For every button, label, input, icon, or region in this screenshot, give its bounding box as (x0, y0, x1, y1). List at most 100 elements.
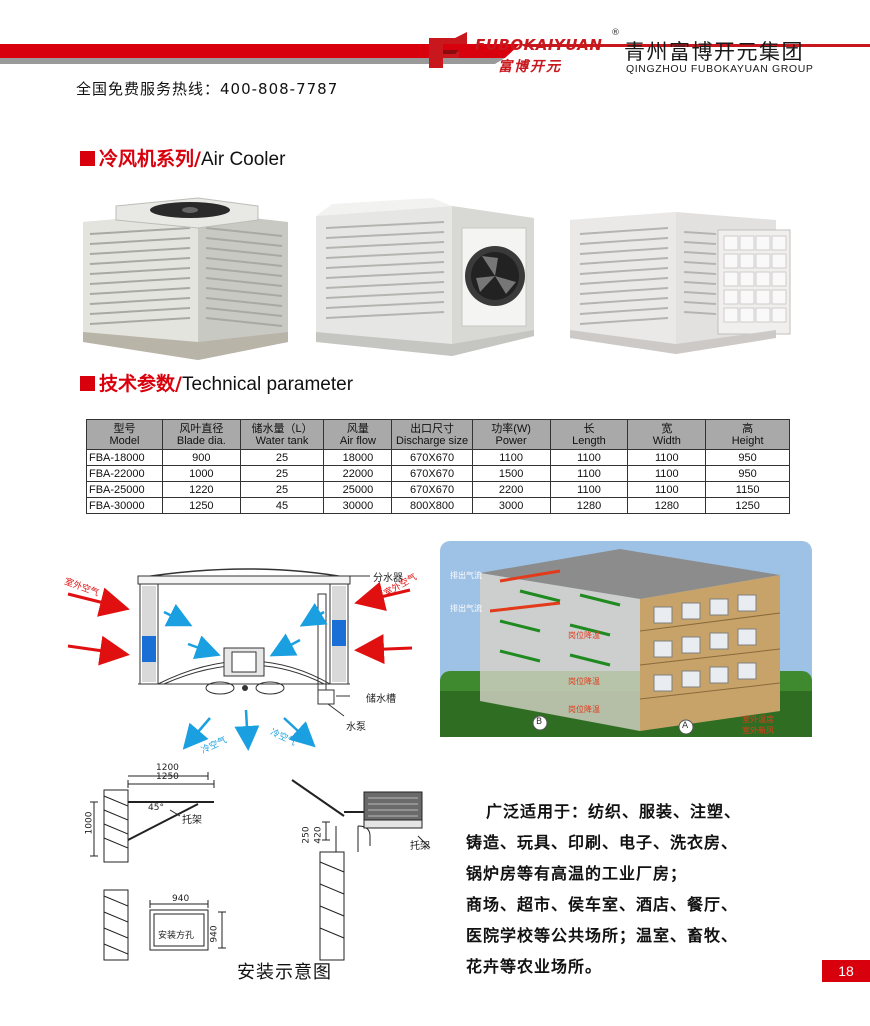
label-mounting-hole: 安装方孔 (158, 931, 195, 941)
service-hotline: 全国免费服务热线：400-808-7787 (76, 80, 339, 98)
applications-line: 商场、超市、侯车室、酒店、餐厅、 (466, 895, 739, 914)
label-bracket-right: 托架 (410, 841, 430, 852)
label-outdoor-temperature: 室外温度 (742, 715, 774, 724)
brand-name-cn: 富博开元 (498, 59, 562, 75)
red-square-icon (80, 376, 95, 391)
label-pump: 水泵 (346, 722, 366, 733)
label-station-cooling-2: 岗位降温 (568, 677, 600, 686)
table-cell: FBA-18000 (86, 449, 163, 466)
dim-1200: 1200 (156, 763, 179, 773)
table-cell: 1100 (549, 465, 629, 482)
table-cell: 22000 (323, 465, 393, 482)
installation-schematic (90, 772, 431, 961)
table-cell: 670X670 (391, 481, 473, 498)
table-cell: 3000 (471, 497, 551, 514)
air-cooler-side-discharge-image (316, 198, 534, 356)
factory-cooling-illustration (440, 541, 812, 737)
table-cell: 950 (705, 465, 790, 482)
label-station-cooling-1: 岗位降温 (568, 631, 600, 640)
table-cell: 25 (239, 465, 325, 482)
table-cell: 1250 (161, 497, 241, 514)
table-cell: 1100 (549, 449, 629, 466)
header-water-tank: 储水量（L）Water tank (239, 419, 325, 450)
dim-45-degree: 45° (148, 803, 164, 813)
applications-line: 医院学校等公共场所；温室、畜牧、 (466, 926, 739, 945)
table-cell: FBA-25000 (86, 481, 163, 498)
dim-1250: 1250 (156, 772, 179, 782)
air-cooler-grille-image (570, 212, 791, 354)
group-name-en: QINGZHOU FUBOKAYUAN GROUP (626, 63, 814, 75)
section-title-air-cooler: 冷风机系列/Air Cooler (80, 144, 285, 171)
header-power: 功率(W)Power (471, 419, 551, 450)
table-cell: 1000 (161, 465, 241, 482)
table-cell: 670X670 (391, 465, 473, 482)
table-cell: 1100 (471, 449, 551, 466)
table-cell: 1280 (549, 497, 629, 514)
applications-line: 铸造、玩具、印刷、电子、洗衣房、 (466, 833, 739, 852)
dim-250: 250 (301, 826, 312, 844)
applications-line: 广泛适用于：纺织、服装、注塑、 (486, 802, 742, 821)
airflow-principle-diagram (67, 568, 413, 751)
label-water-tank: 储水槽 (366, 694, 396, 705)
fubokaiyuan-logo-icon (429, 32, 467, 68)
table-cell: 900 (161, 449, 241, 466)
dim-420: 420 (313, 826, 324, 844)
table-cell: 30000 (323, 497, 393, 514)
label-station-cooling-3: 岗位降温 (568, 705, 600, 714)
label-exhaust-airflow-1: 排出气流 (450, 571, 482, 580)
table-cell: 950 (705, 449, 790, 466)
table-cell: FBA-22000 (86, 465, 163, 482)
table-cell: 800X800 (391, 497, 473, 514)
label-bracket-left: 托架 (182, 815, 202, 826)
header-decoration (0, 44, 870, 64)
dim-940-vertical: 940 (209, 925, 220, 943)
group-name-cn: 青州富博开元集团 (624, 40, 804, 64)
label-outdoor-fresh-air: 室外新风 (742, 726, 774, 735)
table-cell: 1500 (471, 465, 551, 482)
table-cell: 1280 (627, 497, 707, 514)
table-cell: 1100 (627, 481, 707, 498)
registered-mark: ® (611, 28, 620, 38)
dim-1000: 1000 (84, 811, 95, 835)
installation-caption: 安装示意图 (237, 962, 332, 983)
brand-name-en: FUBOKAIYUAN (475, 36, 603, 54)
table-cell: 2200 (471, 481, 551, 498)
air-cooler-top-discharge-image (83, 197, 288, 360)
table-cell: 25000 (323, 481, 393, 498)
table-cell: FBA-30000 (86, 497, 163, 514)
marker-a: A (682, 721, 689, 731)
applications-line: 花卉等农业场所。 (466, 957, 603, 976)
section-title-technical-parameter: 技术参数/Technical parameter (80, 369, 353, 396)
dim-940-horizontal: 940 (172, 894, 190, 904)
table-cell: 1100 (627, 449, 707, 466)
table-cell: 1100 (549, 481, 629, 498)
page-number: 18 (822, 960, 870, 982)
applications-text: 广泛适用于：纺织、服装、注塑、 铸造、玩具、印刷、电子、洗衣房、 锅炉房等有高温… (466, 796, 806, 982)
label-water-distributor: 分水器 (373, 573, 403, 584)
table-cell: 25 (239, 449, 325, 466)
table-cell: 1250 (705, 497, 790, 514)
table-cell: 45 (239, 497, 325, 514)
red-square-icon (80, 151, 95, 166)
label-exhaust-airflow-2: 排出气流 (450, 604, 482, 613)
table-cell: 25 (239, 481, 325, 498)
marker-b: B (536, 717, 543, 727)
table-cell: 1100 (627, 465, 707, 482)
applications-line: 锅炉房等有高温的工业厂房； (466, 864, 688, 883)
table-cell: 1150 (705, 481, 790, 498)
table-cell: 1220 (161, 481, 241, 498)
table-cell: 18000 (323, 449, 393, 466)
